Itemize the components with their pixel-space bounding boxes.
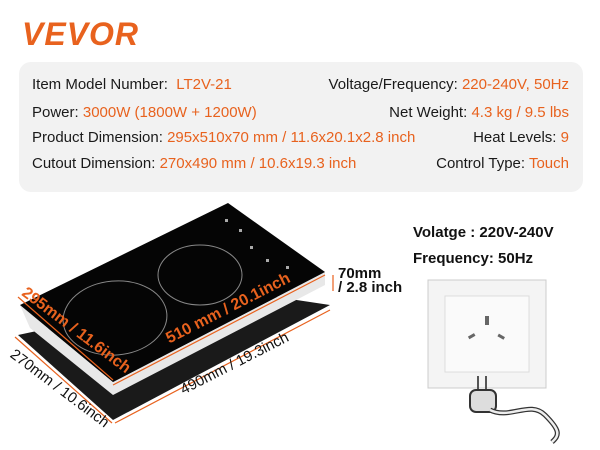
power-cord [488,406,560,444]
spec-value: 220-240V, 50Hz [461,76,569,93]
spec-model: Item Model Number: LT2V-21 [32,76,232,93]
spec-value: 3000W (1800W + 1200W) [82,104,257,121]
spec-weight: Net Weight: 4.3 kg / 9.5 lbs [389,104,569,121]
spec-label: Cutout Dimension: [32,155,156,172]
spec-voltage: Voltage/Frequency: 220-240V, 50Hz [329,76,569,93]
spec-label: Control Type: [436,155,526,172]
spec-cutout-dimension: Cutout Dimension: 270x490 mm / 10.6x19.3… [32,155,356,172]
voltage-label: Volatge : 220V-240V [413,224,554,241]
spec-heat-levels: Heat Levels: 9 [473,129,569,146]
height-inch: / 2.8 inch [338,279,403,296]
spec-label: Net Weight: [389,104,468,121]
touch-controls [225,219,289,269]
brand-logo: VEVOR [22,16,140,52]
spec-value: 9 [560,129,569,146]
frequency-label: Frequency: 50Hz [413,250,534,267]
spec-label: Product Dimension: [32,129,163,146]
outlet-socket-icon [467,316,505,340]
power-cord-highlight [489,408,559,443]
spec-value: Touch [528,155,569,172]
outlet-inner [444,295,530,373]
spec-product-dimension: Product Dimension: 295x510x70 mm / 11.6x… [32,129,415,146]
height-label: 70mm/ 2.8 inch [338,265,403,296]
dimension-lines [14,274,334,424]
height-mm: 70mm [338,265,382,282]
plug-icon [469,389,497,413]
spec-label: Heat Levels: [473,129,557,146]
spec-value: LT2V-21 [176,76,232,93]
cooktop-surface [20,203,325,382]
spec-value: 4.3 kg / 9.5 lbs [471,104,569,121]
burner-right [157,244,243,306]
spec-value: 270x490 mm / 10.6x19.3 inch [159,155,357,172]
spec-control-type: Control Type: Touch [436,155,569,172]
spec-label: Item Model Number: [32,76,168,93]
spec-power: Power: 3000W (1800W + 1200W) [32,104,257,121]
spec-label: Power: [32,104,79,121]
burner-left [62,280,168,356]
spec-panel: Item Model Number: LT2V-21 Voltage/Frequ… [19,62,583,192]
spec-value: 295x510x70 mm / 11.6x20.1x2.8 inch [167,129,416,146]
spec-label: Voltage/Frequency: [328,76,458,93]
